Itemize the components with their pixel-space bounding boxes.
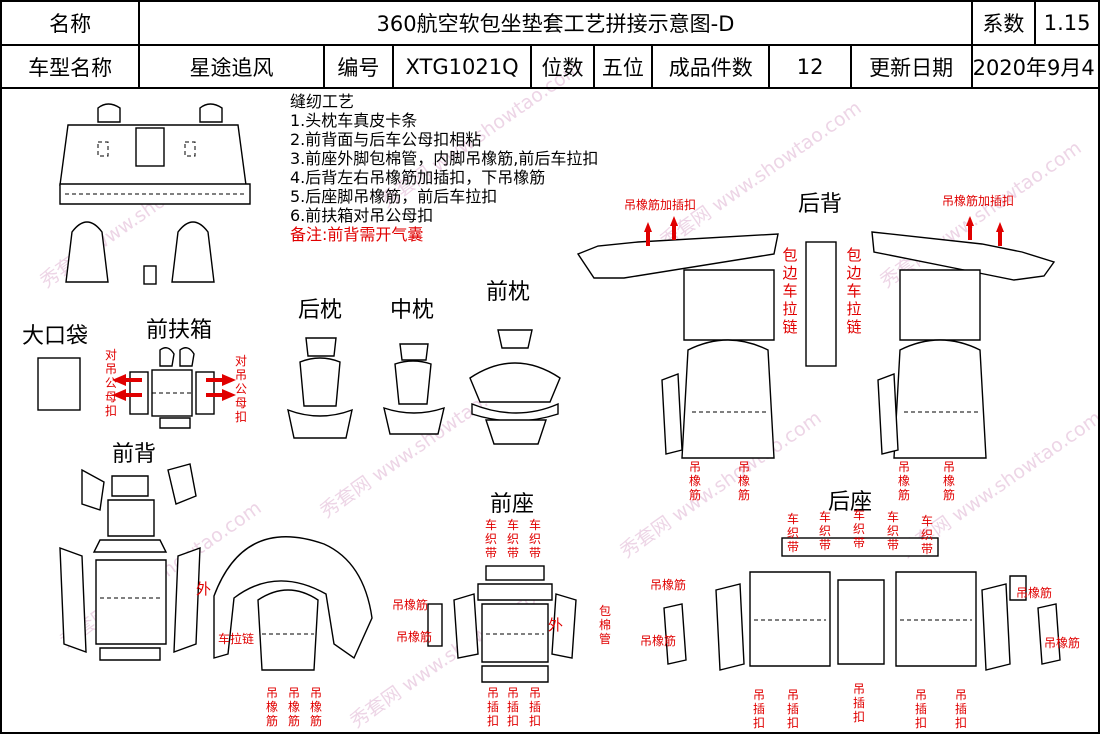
- bag-piece: [37, 357, 81, 411]
- sheet-title: 360航空软包坐垫套工艺拼接示意图-D: [138, 0, 973, 46]
- note-hang-plug-rs-2: 吊插扣: [786, 688, 799, 730]
- rear-back-pieces: [576, 216, 1056, 459]
- note-car-belt-fs-2: 车织带: [506, 518, 519, 560]
- note-remark: 备注:前背需开气囊: [290, 225, 424, 244]
- section-bag: 大口袋: [22, 324, 89, 349]
- mid-pillow-pieces: [383, 343, 445, 435]
- sewing-notes: 缝纫工艺 1.头枕车真皮卡条 2.前背面与后车公母扣相粘 3.前座外脚包棉管，内…: [290, 92, 598, 244]
- note-car-belt-rs-4: 车织带: [886, 510, 899, 552]
- section-front-seat: 前座: [490, 492, 535, 517]
- note-outer-front-back: 外: [196, 580, 212, 598]
- note-hang-band-fs-left-1: 吊橡筋: [392, 598, 429, 612]
- model-label: 车型名称: [0, 44, 141, 89]
- section-armrest: 前扶箱: [146, 318, 213, 343]
- note-item-2: 2.前背面与后车公母扣相粘: [290, 130, 482, 149]
- date-label: 更新日期: [849, 44, 973, 89]
- name-label: 名称: [0, 0, 141, 46]
- note-hang-plug-fs-2: 吊插扣: [506, 686, 519, 728]
- drawing-frame: [0, 88, 1100, 734]
- note-item-5: 5.后座脚吊橡筋，前后车拉扣: [290, 187, 498, 206]
- note-car-belt-fs-1: 车织带: [484, 518, 497, 560]
- header-table: 名称 360航空软包坐垫套工艺拼接示意图-D 系数 1.15 车型名称 星途追风…: [0, 0, 1100, 89]
- note-item-3: 3.前座外脚包棉管，内脚吊橡筋,前后车拉扣: [290, 149, 599, 168]
- note-hang-plug-fs-1: 吊插扣: [486, 686, 499, 728]
- seats-value: 五位: [592, 44, 654, 89]
- note-hang-plug-rs-5: 吊插扣: [954, 688, 967, 730]
- seats-label: 位数: [530, 44, 595, 89]
- note-hang-plug-fs-3: 吊插扣: [528, 686, 541, 728]
- note-item-4: 4.后背左右吊橡筋加插扣，下吊橡筋: [290, 168, 546, 187]
- section-front-pillow: 前枕: [486, 280, 531, 305]
- section-mid-pillow: 中枕: [390, 298, 435, 323]
- front-pillow-pieces: [469, 329, 561, 445]
- section-front-back: 前背: [112, 442, 157, 467]
- note-car-belt-rs-1: 车织带: [786, 512, 799, 554]
- note-pair-snap-left: 对吊公母扣: [104, 348, 117, 418]
- section-rear-pillow: 后枕: [298, 298, 343, 323]
- note-hang-band-fb-3: 吊橡筋: [309, 686, 322, 728]
- note-hang-band-fs-left-2: 吊橡筋: [396, 630, 433, 644]
- notes-title: 缝纫工艺: [290, 92, 355, 111]
- note-hang-band-fb-2: 吊橡筋: [287, 686, 300, 728]
- note-hang-band-rb-1: 吊橡筋: [688, 460, 701, 502]
- note-hang-plug-rs-3: 吊插扣: [852, 682, 865, 724]
- note-hang-band-plug-right: 吊橡筋加插扣: [942, 194, 1015, 208]
- date-value: 2020年9月4日: [970, 44, 1100, 89]
- note-hang-band-rs-left-2: 吊橡筋: [640, 634, 677, 648]
- count-label: 成品件数: [651, 44, 771, 89]
- rear-seat-pieces: [663, 537, 1061, 671]
- note-car-belt-rs-5: 车织带: [920, 514, 933, 556]
- note-car-belt-fs-3: 车织带: [528, 518, 541, 560]
- note-edge-zipper-right: 包边车拉链: [846, 246, 862, 336]
- note-hang-band-rs-right-2: 吊橡筋: [1044, 636, 1081, 650]
- note-item-6: 6.前扶箱对吊公母扣: [290, 206, 434, 225]
- note-pair-snap-right: 对吊公母扣: [234, 354, 247, 424]
- note-edge-zipper-left: 包边车拉链: [782, 246, 798, 336]
- note-item-1: 1.头枕车真皮卡条: [290, 111, 418, 130]
- note-hang-plug-rs-1: 吊插扣: [752, 688, 765, 730]
- model-value: 星途追风: [138, 44, 325, 89]
- note-car-belt-rs-3: 车织带: [852, 508, 865, 550]
- note-car-belt-rs-2: 车织带: [818, 510, 831, 552]
- front-back-pieces: [59, 463, 373, 671]
- code-label: 编号: [322, 44, 394, 89]
- note-car-zipper: 车拉链: [218, 632, 255, 646]
- note-wrap-cotton: 包棉管: [598, 604, 611, 646]
- section-rear-back: 后背: [798, 192, 843, 217]
- note-hang-band-plug-left: 吊橡筋加插扣: [624, 198, 697, 212]
- section-rear-seat: 后座: [828, 490, 873, 515]
- note-hang-band-rb-4: 吊橡筋: [942, 460, 955, 502]
- coef-value: 1.15: [1034, 0, 1100, 46]
- note-hang-band-rb-3: 吊橡筋: [897, 460, 910, 502]
- count-value: 12: [768, 44, 852, 89]
- note-hang-band-rs-right-1: 吊橡筋: [1016, 586, 1053, 600]
- rear-pillow-pieces: [287, 337, 353, 439]
- note-outer-front-seat: 外: [548, 616, 564, 634]
- note-hang-band-rs-left-1: 吊橡筋: [650, 578, 687, 592]
- note-hang-plug-rs-4: 吊插扣: [914, 688, 927, 730]
- coef-label: 系数: [970, 0, 1037, 46]
- armrest-pieces: [112, 347, 236, 429]
- seat-overview-illustration: [59, 103, 251, 285]
- front-seat-pieces: [427, 565, 577, 683]
- note-hang-band-rb-2: 吊橡筋: [737, 460, 750, 502]
- code-value: XTG1021Q: [391, 44, 533, 89]
- note-hang-band-fb-1: 吊橡筋: [265, 686, 278, 728]
